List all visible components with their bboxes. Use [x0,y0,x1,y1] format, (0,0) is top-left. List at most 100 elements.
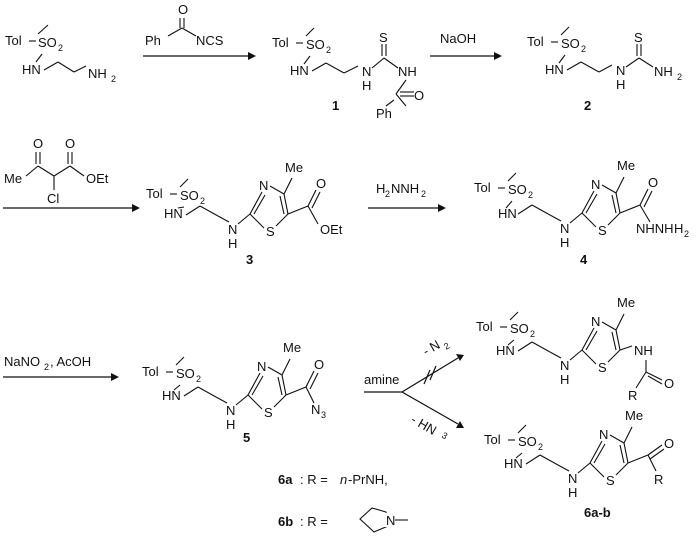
svg-text:2: 2 [200,196,205,206]
svg-text:R: R [654,472,663,487]
compound-5-label: 5 [243,430,250,445]
svg-text:H: H [362,78,371,93]
svg-text:Me: Me [617,158,635,173]
nitrite-label: NaNO [4,354,40,369]
svg-text:S: S [598,223,607,238]
svg-text:2: 2 [111,74,116,84]
blocked-mark-2 [429,365,437,381]
svg-text:N: N [386,513,395,528]
compound-2-label: 2 [584,98,591,113]
svg-text:Me: Me [617,295,635,310]
svg-text:Me: Me [283,340,301,355]
svg-text:SO: SO [518,434,537,449]
svg-text:S: S [598,360,607,375]
compound-2-structure: Tol SO 2 HN N H S NH 2 [527,26,682,92]
compound-3-structure: Tol SO 2 HN N H N S Me O OEt [146,160,343,251]
legend-6a-label: 6a [278,472,293,487]
compound-4-label: 4 [580,252,588,267]
svg-text:N: N [311,402,320,417]
svg-text:2: 2 [530,329,535,339]
svg-text:N: N [616,63,625,78]
svg-text:: R =: : R = [300,472,328,487]
svg-text:S: S [266,224,275,239]
svg-text:: R =: : R = [300,514,328,529]
svg-text:N: N [362,64,371,79]
naoh-label: NaOH [440,31,476,46]
oet-label: OEt [86,171,109,186]
svg-text:Me: Me [625,408,643,423]
pyrrolidine-ring [359,507,389,533]
svg-text:H: H [226,417,235,432]
ph-label: Ph [145,33,161,48]
hydrazine-label-h: H [376,181,385,196]
svg-text:SO: SO [306,37,325,52]
so2-label: SO [38,35,57,50]
svg-text:N: N [560,221,569,236]
svg-text:3: 3 [321,410,326,420]
svg-text:O: O [33,136,43,151]
svg-text:HN: HN [290,63,309,78]
svg-text:2: 2 [538,442,543,452]
tol-label: Tol [5,33,22,48]
svg-text:2: 2 [581,44,586,54]
starting-amine: Tol SO 2 HN NH 2 [5,24,116,84]
compound-6-label: 6a-b [584,505,611,520]
svg-text:SO: SO [180,188,199,203]
svg-text:SO: SO [510,321,529,336]
svg-text:HN: HN [504,456,523,471]
svg-text:2: 2 [421,189,426,199]
svg-text:N: N [591,177,600,192]
svg-text:N: N [591,314,600,329]
svg-text:NH: NH [634,343,653,358]
arrowhead-1 [248,52,256,60]
svg-text:O: O [178,2,188,17]
svg-text:n: n [340,472,347,487]
svg-text:Tol: Tol [474,180,491,195]
arrowhead-upper [456,354,464,361]
me-label: Me [4,171,22,186]
amine-label: amine [364,372,399,387]
svg-text:NH: NH [398,64,417,79]
svg-text:N: N [560,358,569,373]
svg-text:NHNH: NHNH [636,221,674,236]
svg-text:HN: HN [162,388,181,403]
svg-text:2: 2 [385,189,390,199]
svg-text:Tol: Tol [142,364,159,379]
svg-text:Tol: Tol [484,432,501,447]
svg-text:H: H [616,77,625,92]
arrowhead-4 [438,204,446,212]
svg-text:OEt: OEt [320,222,343,237]
reaction-arrow-lower [401,391,459,425]
svg-text:N: N [599,427,608,442]
svg-text:O: O [65,136,75,151]
svg-text:HN: HN [496,343,515,358]
svg-text:HN: HN [498,206,517,221]
compound-4-structure: Tol SO 2 HN N H N S Me O NHNH H 2 [474,158,689,250]
svg-text:3: 3 [440,430,449,441]
arrowhead-2 [494,52,502,60]
hn-label: HN [22,62,41,77]
svg-text:S: S [379,30,388,45]
svg-text:Tol: Tol [272,35,289,50]
svg-text:2: 2 [528,190,533,200]
compound-1-structure: Tol SO 2 HN N H S NH O Ph [272,27,424,121]
svg-text:2: 2 [684,229,689,239]
compound-5-structure: Tol SO 2 HN N H N S Me O N 3 [142,340,326,432]
svg-text:O: O [314,357,324,372]
svg-text:S: S [264,405,273,420]
svg-text:O: O [664,376,674,391]
svg-text:2: 2 [677,72,682,82]
svg-text:N: N [568,471,577,486]
acoh-label: , AcOH [50,354,91,369]
svg-text:2: 2 [44,362,49,372]
svg-text:NH: NH [654,64,673,79]
svg-text:2: 2 [58,43,63,53]
svg-text:S: S [606,473,615,488]
svg-text:O: O [316,176,326,191]
reaction-arrow-upper [401,357,459,393]
svg-text:SO: SO [176,366,195,381]
svg-text:S: S [634,30,643,45]
svg-text:O: O [648,175,658,190]
loss-hn3-label: - HN [409,412,440,438]
